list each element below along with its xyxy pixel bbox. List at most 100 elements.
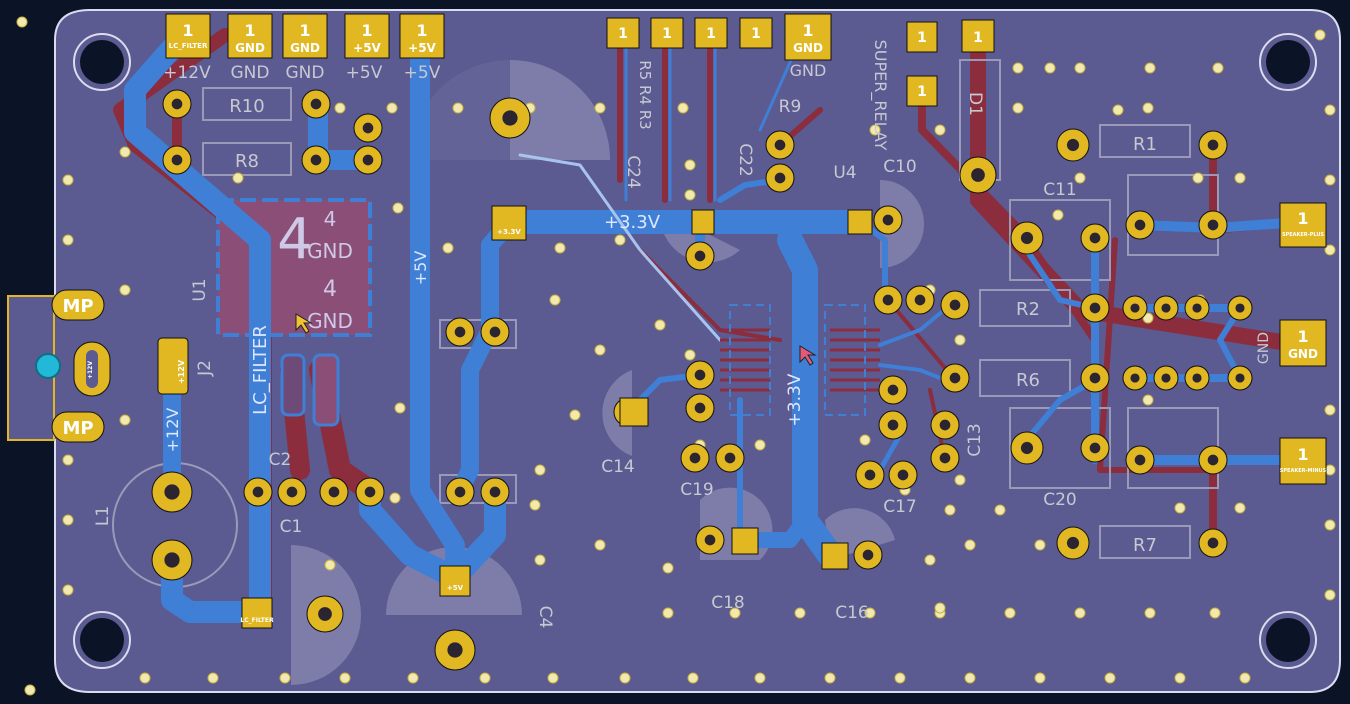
pad-net: GND — [1288, 347, 1318, 361]
via — [62, 514, 74, 526]
via — [729, 607, 741, 619]
svg-text:4: 4 — [277, 207, 313, 272]
via — [1324, 519, 1336, 531]
through-hole-pad — [445, 317, 475, 347]
via — [1034, 672, 1046, 684]
pad-number: 1 — [361, 21, 372, 40]
svg-text:R8: R8 — [235, 151, 259, 172]
through-hole-pad — [353, 113, 383, 143]
mp1-label: MP — [62, 296, 93, 317]
via — [1174, 672, 1186, 684]
header-pad-1[interactable]: 1 LC_FILTER — [165, 13, 211, 59]
through-hole-pad — [940, 363, 970, 393]
speaker-minus-pad[interactable]: 1 SPEAKER-MINUS — [1279, 437, 1327, 485]
pad-number: 1 — [244, 21, 255, 40]
header-pad-2[interactable]: 1 GND — [227, 13, 273, 59]
pad-number: 1 — [917, 84, 927, 100]
through-hole-pad — [765, 163, 795, 193]
through-hole-pad — [151, 471, 193, 513]
via — [62, 174, 74, 186]
via — [824, 672, 836, 684]
header-pad-3[interactable]: 1 GND — [282, 13, 328, 59]
relay-pad-2[interactable]: 1 — [961, 19, 995, 53]
speaker-plus-pad[interactable]: 1 SPEAKER-PLUS — [1279, 202, 1327, 248]
via — [654, 319, 666, 331]
top-pad-din[interactable]: 1 — [650, 17, 684, 49]
via — [324, 559, 336, 571]
svg-text:R9: R9 — [779, 97, 802, 117]
speaker-gnd-pad[interactable]: 1 GND — [1279, 319, 1327, 367]
via — [687, 672, 699, 684]
via — [1234, 172, 1246, 184]
top-pad-lrck[interactable]: 1 — [606, 17, 640, 49]
header-pad-4[interactable]: 1 +5V — [344, 13, 390, 59]
through-hole-pad — [905, 285, 935, 315]
svg-text:C11: C11 — [1043, 180, 1077, 200]
top-pad-bck[interactable]: 1 — [694, 17, 728, 49]
svg-text:+5V: +5V — [411, 251, 430, 286]
via — [119, 284, 131, 296]
through-hole-pad — [1153, 295, 1179, 321]
through-hole-pad — [855, 460, 885, 490]
through-hole-pad — [1080, 293, 1110, 323]
via — [1324, 404, 1336, 416]
svg-text:C17: C17 — [883, 497, 917, 517]
through-hole-pads — [151, 89, 1253, 671]
via — [1012, 102, 1024, 114]
svg-text:+3.3V: +3.3V — [604, 212, 661, 233]
pad-net: +5V — [353, 41, 381, 55]
via — [924, 554, 936, 566]
stitching-vias — [16, 16, 1336, 696]
via — [684, 159, 696, 171]
through-hole-pad — [353, 145, 383, 175]
ic-u4-pins — [720, 328, 880, 392]
via — [869, 124, 881, 136]
through-hole-pad — [301, 145, 331, 175]
via — [594, 344, 606, 356]
via — [954, 474, 966, 486]
through-hole-pad — [1125, 210, 1155, 240]
smd-pads — [157, 205, 873, 629]
via — [549, 294, 561, 306]
via — [547, 672, 559, 684]
pad-number: 1 — [917, 30, 927, 46]
via — [569, 409, 581, 421]
top-pad-xmt[interactable]: 1 — [739, 17, 773, 49]
via — [1074, 172, 1086, 184]
through-hole-pad — [695, 525, 725, 555]
top-pad-gnd[interactable]: 1 GND — [784, 13, 832, 61]
svg-text:+3.3V: +3.3V — [785, 373, 805, 426]
svg-text:R7: R7 — [1133, 535, 1157, 556]
via — [1142, 394, 1154, 406]
pad-number: 1 — [416, 21, 427, 40]
svg-text:D1: D1 — [965, 92, 985, 116]
via — [16, 16, 28, 28]
selection-marker-icon — [35, 353, 61, 379]
svg-text:+5V: +5V — [447, 584, 464, 592]
edge-connector[interactable]: MP MP — [35, 289, 111, 443]
svg-text:U1: U1 — [190, 278, 210, 301]
through-hole-pad — [853, 540, 883, 570]
relay-pad-1[interactable]: 1 — [906, 21, 938, 53]
through-hole-pad — [1227, 295, 1253, 321]
through-hole-pad — [1227, 365, 1253, 391]
via — [334, 102, 346, 114]
svg-text:C10: C10 — [883, 157, 917, 177]
through-hole-pad — [1198, 210, 1228, 240]
via — [392, 202, 404, 214]
through-hole-pad — [151, 539, 193, 581]
svg-text:4: 4 — [324, 207, 337, 231]
jack-pad-label: +12V — [87, 361, 94, 379]
board-outline — [7, 9, 1341, 693]
through-hole-pad — [1184, 295, 1210, 321]
svg-text:C22: C22 — [735, 143, 755, 177]
pad-net: SPEAKER-PLUS — [1282, 232, 1324, 238]
relay-pad-3[interactable]: 1 — [906, 75, 938, 107]
header-pad-5[interactable]: 1 +5V — [399, 13, 445, 59]
via — [1209, 607, 1221, 619]
via — [794, 607, 806, 619]
through-hole-pad — [162, 145, 192, 175]
via — [754, 439, 766, 451]
